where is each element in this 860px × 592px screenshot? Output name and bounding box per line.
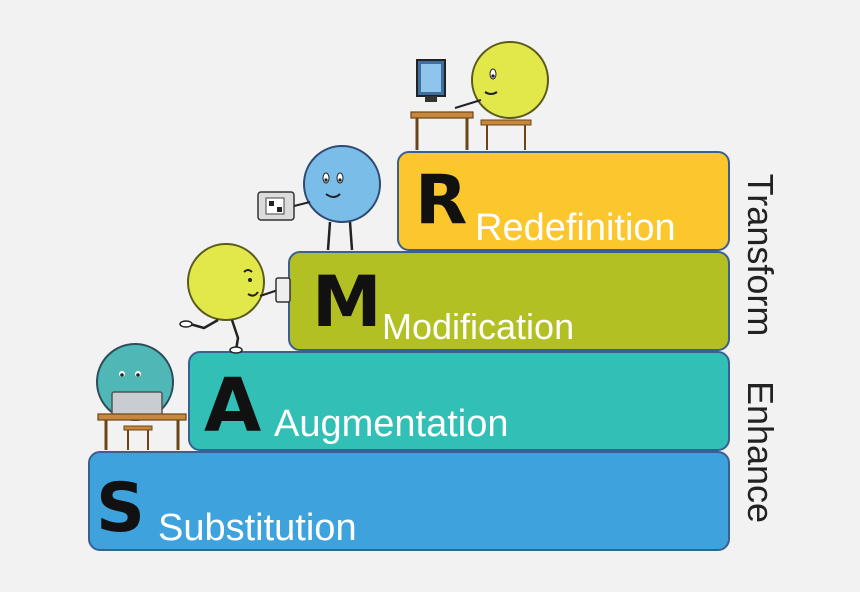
step-modification: M Modification [288,251,730,351]
step-letter-r: R [415,161,468,240]
step-letter-m: M [312,261,382,343]
step-substitution: S Substitution [88,451,730,551]
blue-character-tablet-illustration [257,145,381,251]
side-label-enhance: Enhance [740,380,781,524]
step-letter-a: A [204,363,262,449]
step-word-substitution: Substitution [158,507,357,549]
step-word-redefinition: Redefinition [475,207,676,249]
step-augmentation: A Augmentation [188,351,730,451]
step-word-modification: Modification [382,306,575,347]
side-label-transform: Transform [740,173,781,337]
step-redefinition: R Redefinition [397,151,730,251]
teal-character-laptop-illustration [96,343,187,450]
step-letter-s: S [96,469,145,548]
yellow-character-computer-illustration [410,41,549,150]
yellow-character-phone-illustration [179,243,291,354]
step-word-augmentation: Augmentation [274,403,509,445]
